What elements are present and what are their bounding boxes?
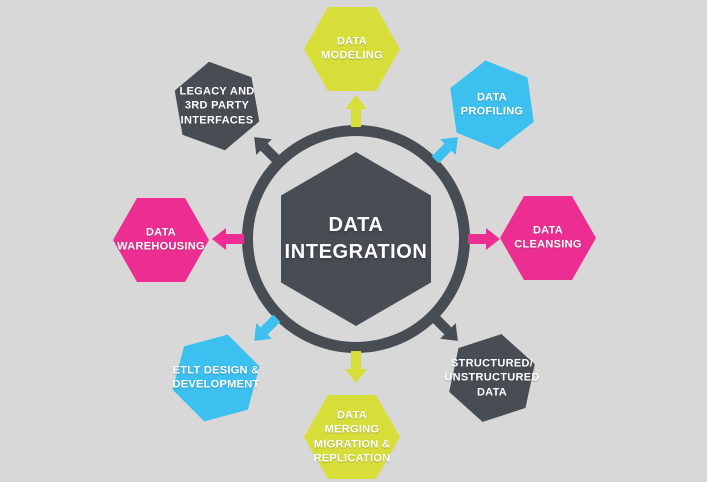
hexagon-structured-unstructured-data: STRUCTURED/ UNSTRUCTURED DATA xyxy=(447,339,537,417)
hexagon-label: ETLT DESIGN & DEVELOPMENT xyxy=(172,364,260,391)
hexagon-shape xyxy=(304,7,400,91)
center-title: DATA INTEGRATION xyxy=(284,214,428,263)
arrow-down-icon xyxy=(345,351,367,383)
hub-ring xyxy=(242,125,470,353)
hexagon-label: DATA PROFILING xyxy=(460,91,524,118)
hexagon-etlt-design-development: ETLT DESIGN & DEVELOPMENT xyxy=(171,339,261,417)
hexagon-data-cleansing: DATA CLEANSING xyxy=(500,196,596,280)
hexagon-data-profiling: DATA PROFILING xyxy=(447,66,537,144)
hexagon-shape xyxy=(113,198,209,282)
hexagon-label: DATA MERGING MIGRATION & REPLICATION xyxy=(313,409,391,465)
arrow-up-right-icon xyxy=(431,137,458,164)
hexagon-legacy-3rd-party-interfaces: LEGACY AND 3RD PARTY INTERFACES xyxy=(172,67,262,145)
arrow-down-left-icon xyxy=(254,314,281,341)
hexagon-data-modeling: DATA MODELING xyxy=(304,7,400,91)
hexagon-label: DATA WAREHOUSING xyxy=(117,226,205,253)
hexagon-data-integration: DATA INTEGRATION xyxy=(281,152,431,326)
hexagon-data-merging-migration-replication: DATA MERGING MIGRATION & REPLICATION xyxy=(304,395,400,479)
hexagon-label: LEGACY AND 3RD PARTY INTERFACES xyxy=(179,85,255,127)
hexagon-label: STRUCTURED/ UNSTRUCTURED DATA xyxy=(444,357,540,399)
arrow-down-right-icon xyxy=(426,309,458,341)
arrow-up-left-icon xyxy=(254,137,286,169)
hexagon-data-warehousing: DATA WAREHOUSING xyxy=(113,198,209,282)
hexagon-shape xyxy=(304,395,400,479)
hexagon-label: DATA MODELING xyxy=(321,35,383,62)
hexagon-shape xyxy=(500,196,596,280)
arrow-left-icon xyxy=(212,228,244,250)
hexagon-label: DATA CLEANSING xyxy=(514,224,582,251)
arrow-up-icon xyxy=(345,95,367,127)
arrow-right-icon xyxy=(468,228,500,250)
